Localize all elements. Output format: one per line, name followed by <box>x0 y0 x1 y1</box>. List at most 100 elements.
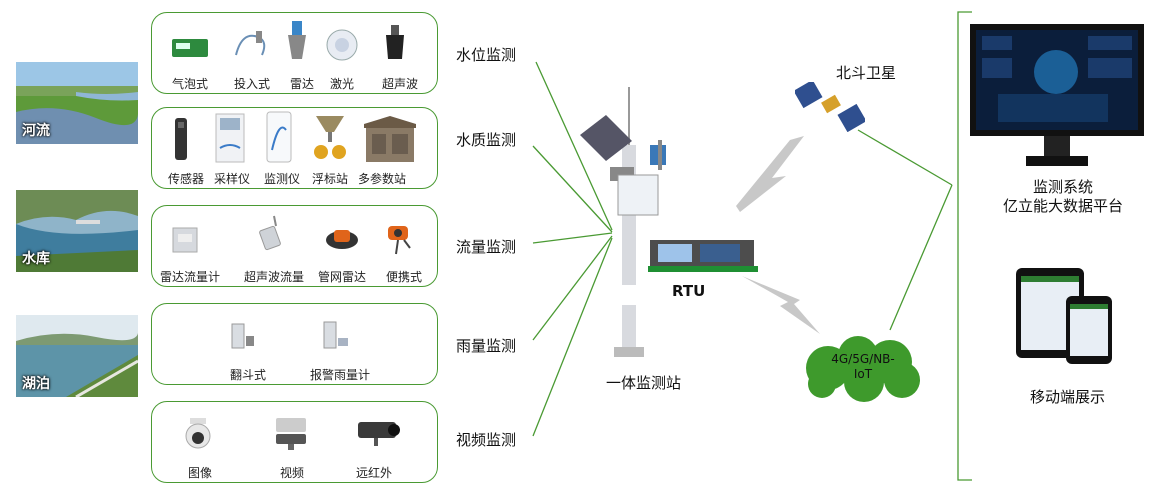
platform-label-line2: 亿立能大数据平台 <box>1002 197 1123 215</box>
quality-sensor-icon <box>175 118 187 160</box>
category-water-level: 水位监测 <box>456 46 517 64</box>
multi-parameter-station-icon <box>364 116 416 162</box>
quality-sensor: 传感器 <box>166 114 204 186</box>
portable-flowmeter: 便携式 <box>384 218 422 284</box>
station-icon <box>580 87 666 357</box>
network-label: 4G/5G/NB- IoT <box>808 352 918 382</box>
lightning-satellite-icon <box>736 136 804 212</box>
ultrasonic-flowmeter-icon <box>259 215 281 251</box>
rtu-icon <box>648 240 758 272</box>
mobile-label: 移动端展示 <box>1030 388 1106 406</box>
connector-cloud-platform <box>889 184 953 331</box>
group-flow: 雷达流量计 超声波流量 管网雷达 便携式 <box>151 205 438 287</box>
dome-camera-icon <box>185 418 211 449</box>
quality-analyzer-icon <box>266 111 292 163</box>
item-label: 超声波 <box>381 77 418 91</box>
item-label: 图像 <box>187 466 212 480</box>
portable-flowmeter-icon <box>388 226 411 255</box>
connector-rain <box>532 235 613 341</box>
radar-flowmeter: 雷达流量计 <box>160 222 220 284</box>
dome-camera: 图像 <box>180 416 216 480</box>
radar-level: 雷达 <box>282 19 314 91</box>
category-flow: 流量监测 <box>456 238 517 256</box>
scene-reservoir: 水库 <box>16 190 138 272</box>
item-label: 管网雷达 <box>317 270 366 284</box>
item-label: 多参数站 <box>357 172 406 186</box>
ultrasonic-level-icon <box>386 25 404 59</box>
group-water-quality: 传感器 采样仪 监测仪 浮标站 多参数站 <box>151 107 438 189</box>
reservoir-image <box>16 190 138 272</box>
pipe-radar: 管网雷达 <box>318 220 366 284</box>
category-water-quality: 水质监测 <box>456 131 517 149</box>
water-sampler-icon <box>215 113 245 163</box>
submersible-sensor-icon <box>235 31 266 56</box>
quality-analyzer: 监测仪 <box>262 110 300 186</box>
group-water-level: 气泡式 投入式 雷达 激光 超声波 <box>151 12 438 94</box>
multi-parameter-station: 多参数站 <box>358 114 418 186</box>
item-label: 激光 <box>329 77 354 91</box>
category-video: 视频监测 <box>456 431 517 449</box>
group-video: 图像 视频 远红外 <box>151 401 438 483</box>
network-label-line2: IoT <box>853 367 873 381</box>
connector-water-quality <box>532 145 613 233</box>
video-camera: 视频 <box>272 414 312 480</box>
item-label: 监测仪 <box>263 172 300 186</box>
scene-label: 河流 <box>22 123 50 139</box>
video-camera-icon <box>276 418 306 450</box>
item-label: 雷达 <box>289 77 314 91</box>
platform-label-line1: 监测系统 <box>1032 178 1093 196</box>
infrared-camera: 远红外 <box>354 418 404 480</box>
buoy-station: 浮标站 <box>310 112 350 186</box>
submersible-sensor: 投入式 <box>232 27 272 91</box>
platform-monitor-icon <box>970 24 1144 166</box>
connector-satellite-platform <box>857 129 953 186</box>
satellite-label: 北斗卫星 <box>836 64 897 82</box>
group-rain: 翻斗式 报警雨量计 <box>151 303 438 385</box>
pipe-radar-icon <box>326 230 358 249</box>
scene-label: 湖泊 <box>22 376 50 392</box>
item-label: 视频 <box>279 466 304 480</box>
bubble-sensor: 气泡式 <box>170 31 210 91</box>
ultrasonic-level: 超声波 <box>380 23 418 91</box>
scene-lake: 湖泊 <box>16 315 138 397</box>
category-rain: 雨量监测 <box>456 337 517 355</box>
station-label: 一体监测站 <box>606 374 682 392</box>
item-label: 气泡式 <box>171 77 208 91</box>
platform-bracket <box>957 11 972 481</box>
river-image <box>16 62 138 144</box>
item-label: 采样仪 <box>213 172 250 186</box>
network-cloud-icon <box>806 336 920 402</box>
item-label: 投入式 <box>233 77 270 91</box>
mobile-devices-icon <box>1016 268 1112 364</box>
alarm-rain-gauge: 报警雨量计 <box>310 320 370 382</box>
item-label: 传感器 <box>167 172 204 186</box>
radar-level-icon <box>288 21 306 59</box>
infrared-camera-icon <box>358 422 400 446</box>
laser-level: 激光 <box>322 27 362 91</box>
item-label: 雷达流量计 <box>159 270 220 284</box>
satellite-icon <box>795 82 865 132</box>
ultrasonic-flowmeter: 超声波流量 <box>244 214 304 284</box>
item-label: 超声波流量 <box>243 270 304 284</box>
connector-water-level <box>535 61 613 231</box>
scene-river: 河流 <box>16 62 138 144</box>
platform-label: 监测系统 亿立能大数据平台 <box>988 178 1138 216</box>
radar-flowmeter-icon <box>172 227 198 253</box>
item-label: 报警雨量计 <box>309 368 370 382</box>
item-label: 浮标站 <box>311 172 348 186</box>
water-sampler: 采样仪 <box>212 112 250 186</box>
rtu-label: RTU <box>672 282 706 300</box>
buoy-station-icon <box>314 116 346 159</box>
lake-image <box>16 315 138 397</box>
laser-level-icon <box>326 29 358 61</box>
item-label: 便携式 <box>385 270 422 284</box>
scene-label: 水库 <box>22 251 50 267</box>
bubble-sensor-icon <box>172 39 208 57</box>
connector-video <box>532 237 613 437</box>
network-label-line1: 4G/5G/NB- <box>831 352 895 366</box>
item-label: 远红外 <box>355 466 392 480</box>
item-label: 翻斗式 <box>229 368 266 382</box>
connector-flow <box>532 232 613 244</box>
tipping-bucket-gauge: 翻斗式 <box>228 320 266 382</box>
